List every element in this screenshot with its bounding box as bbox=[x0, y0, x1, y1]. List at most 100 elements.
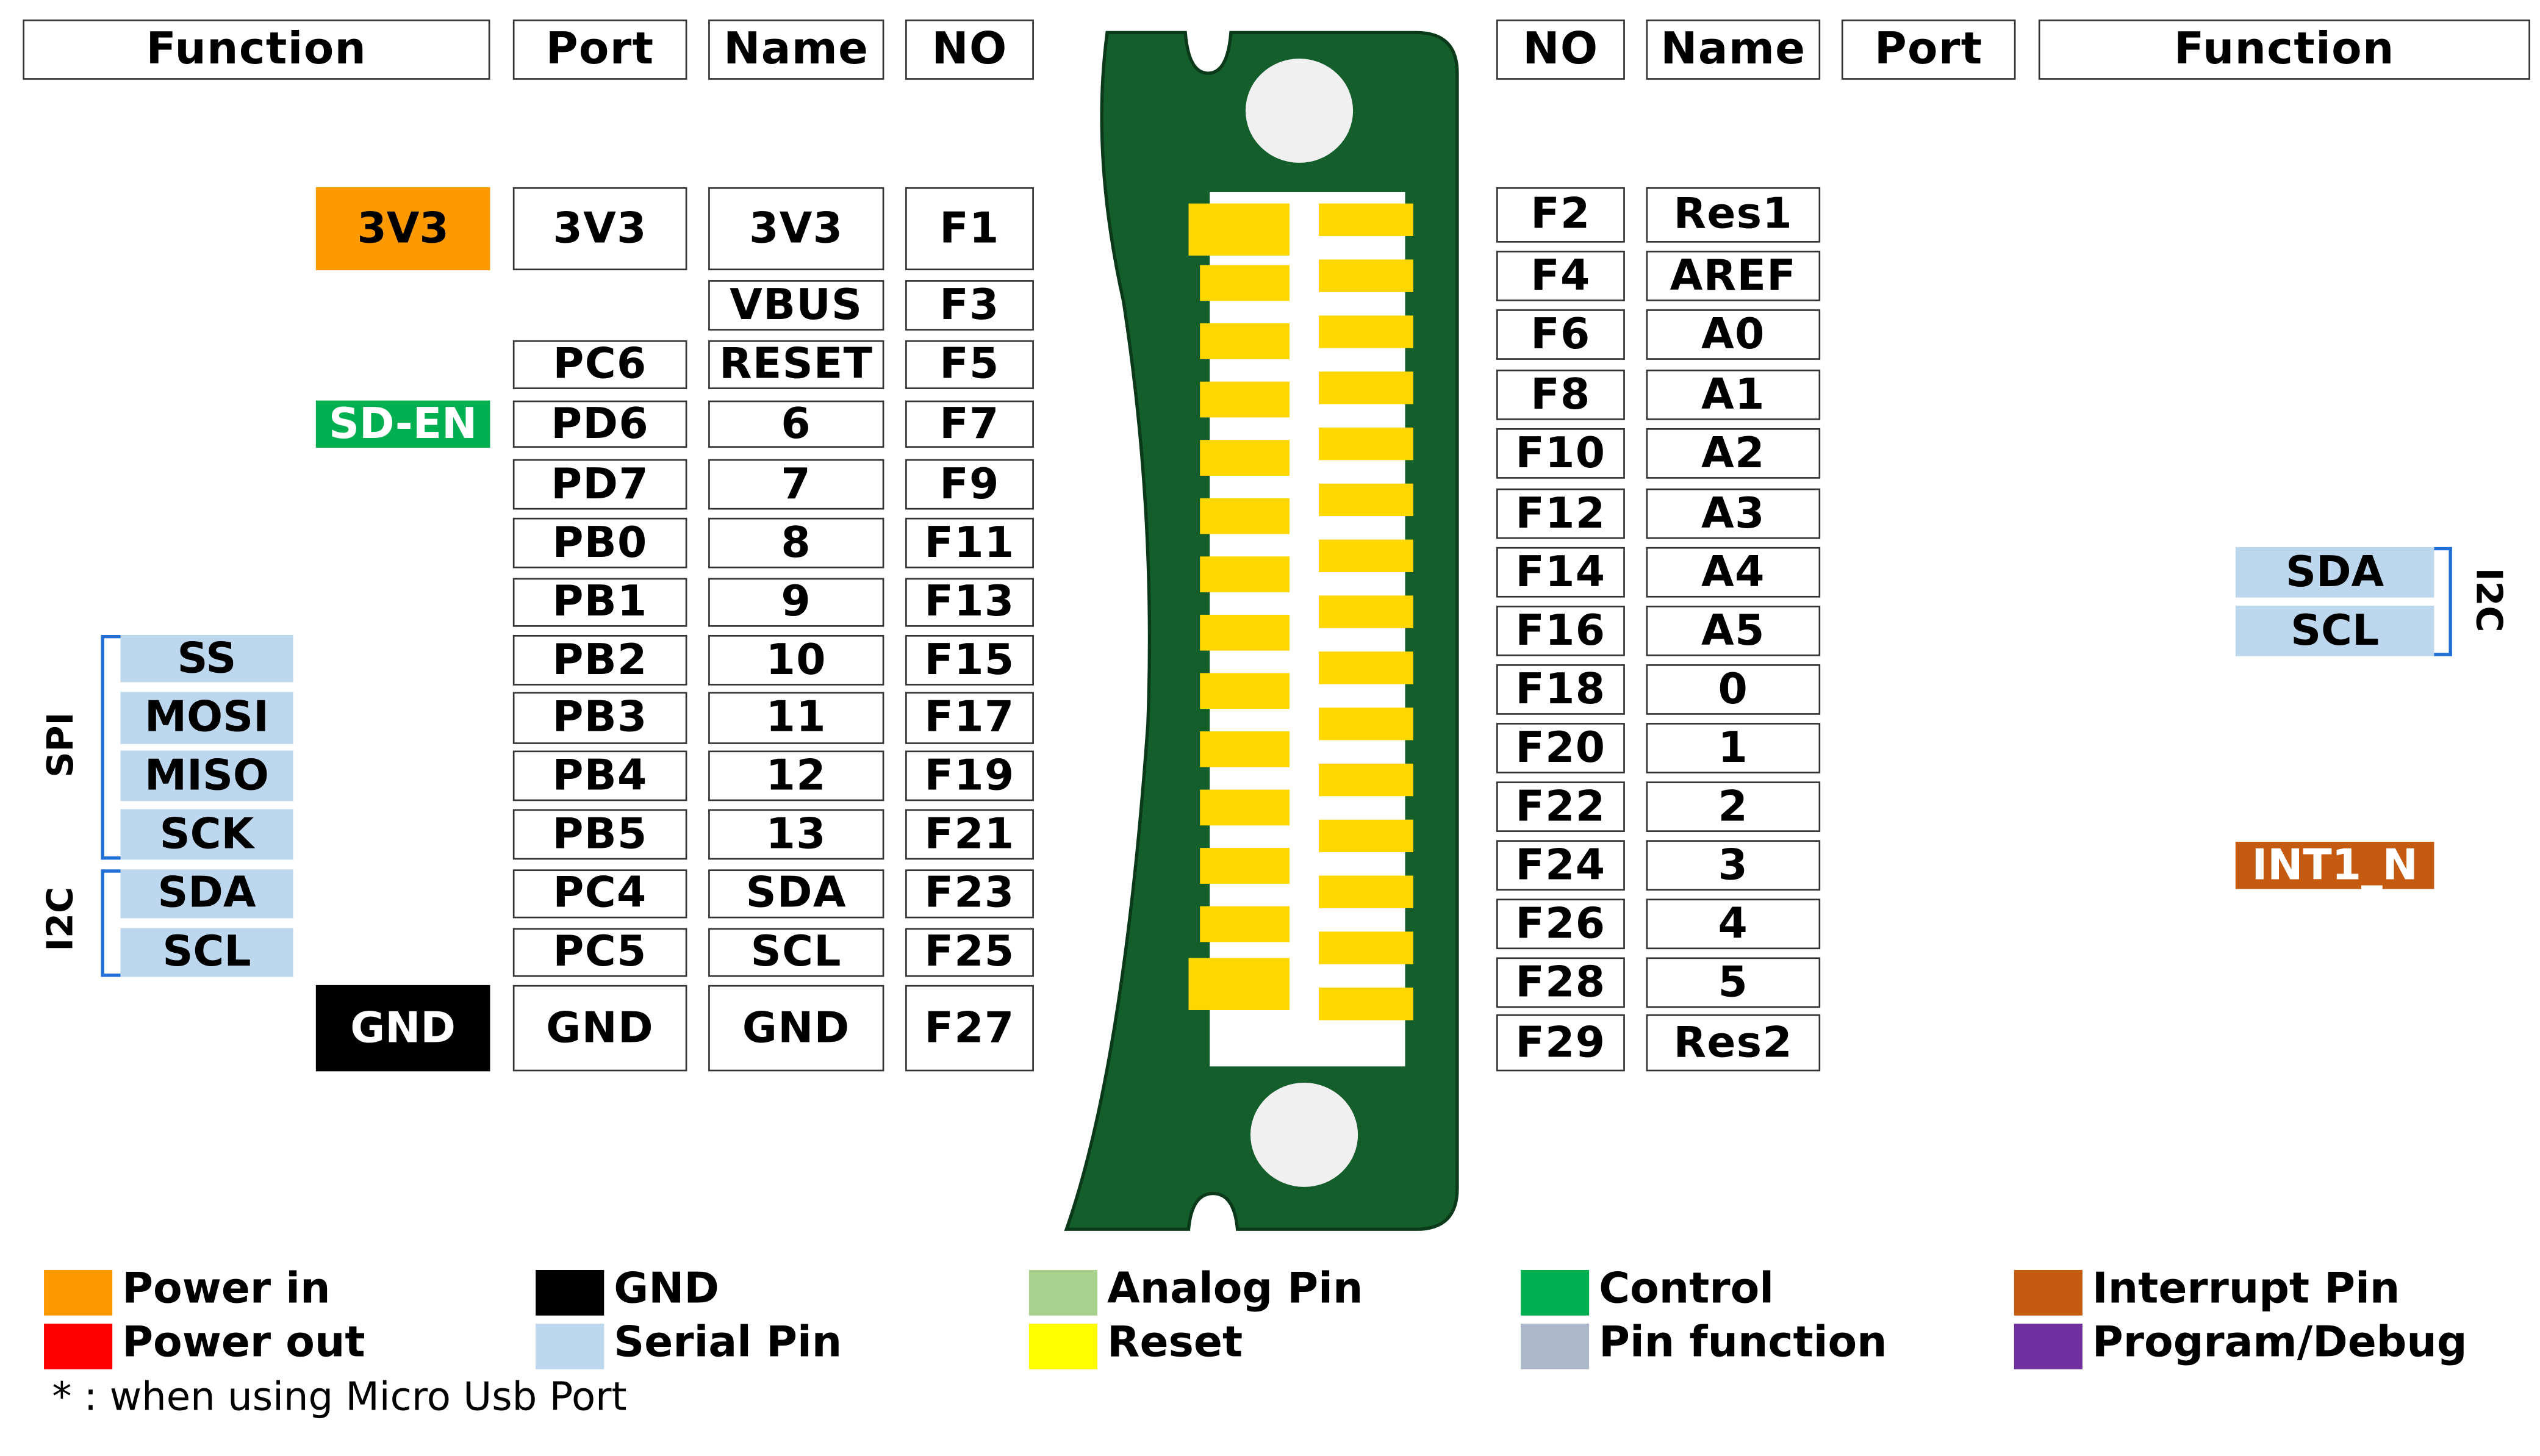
left-port-cell: PD7 bbox=[512, 459, 687, 510]
i2c-group-label-right: I2C bbox=[2467, 567, 2508, 633]
legend-label: Power in bbox=[122, 1264, 331, 1314]
spi-bracket bbox=[101, 634, 121, 860]
legend-label: Power out bbox=[122, 1319, 365, 1368]
left-name-cell: 9 bbox=[708, 578, 884, 627]
pad-odd bbox=[1200, 323, 1290, 359]
left-no-cell: F11 bbox=[905, 517, 1034, 568]
left-name-cell: RESET bbox=[708, 340, 884, 389]
function-miso: MISO bbox=[120, 750, 293, 802]
right-name-cell: Res1 bbox=[1646, 187, 1821, 243]
function-3v3: 3V3 bbox=[315, 187, 490, 271]
legend-label: Serial Pin bbox=[614, 1319, 842, 1368]
left-name-cell: 7 bbox=[708, 459, 884, 510]
pad-even bbox=[1319, 483, 1413, 517]
left-no-cell: F21 bbox=[905, 809, 1034, 860]
right-no-cell: F14 bbox=[1496, 547, 1625, 598]
right-no-cell: F26 bbox=[1496, 898, 1625, 950]
pad-odd bbox=[1200, 789, 1290, 826]
pad-even bbox=[1319, 315, 1413, 348]
right-no-cell: F2 bbox=[1496, 187, 1625, 243]
legend-swatch bbox=[1028, 1269, 1098, 1316]
right-function-scl: SCL bbox=[2235, 605, 2434, 656]
right-no-cell: F20 bbox=[1496, 723, 1625, 773]
mounting-hole-bottom bbox=[1250, 1083, 1358, 1187]
legend-swatch bbox=[536, 1324, 605, 1369]
pad-even bbox=[1319, 371, 1413, 404]
left-name-cell: SDA bbox=[708, 869, 884, 919]
left-port-cell: PC4 bbox=[512, 869, 687, 919]
legend-label: Control bbox=[1599, 1264, 1774, 1314]
legend-swatch bbox=[536, 1269, 605, 1316]
pad-even bbox=[1319, 595, 1413, 628]
pad-odd bbox=[1200, 265, 1290, 301]
left-no-cell: F9 bbox=[905, 459, 1034, 510]
left-no-cell: F17 bbox=[905, 692, 1034, 744]
left-name-cell: 3V3 bbox=[708, 187, 884, 271]
pad-even bbox=[1319, 203, 1413, 237]
right-name-cell: 4 bbox=[1646, 898, 1821, 950]
left-name-cell: 13 bbox=[708, 809, 884, 860]
left-no-cell: F1 bbox=[905, 187, 1034, 271]
left-port-cell: GND bbox=[512, 984, 687, 1072]
left-port-cell: PB4 bbox=[512, 750, 687, 802]
pad-odd bbox=[1188, 203, 1290, 256]
legend-label: GND bbox=[614, 1264, 719, 1314]
i2c-bracket-left bbox=[101, 869, 121, 977]
spi-group-label: SPI bbox=[41, 712, 83, 778]
connector-pads bbox=[1188, 203, 1413, 1020]
left-no-cell: F3 bbox=[905, 280, 1034, 331]
right-no-cell: F28 bbox=[1496, 957, 1625, 1008]
mounting-hole-top bbox=[1245, 59, 1354, 163]
pad-even bbox=[1319, 539, 1413, 572]
right-name-cell: 3 bbox=[1646, 840, 1821, 891]
function-scl: SCL bbox=[120, 928, 293, 977]
left-no-cell: F23 bbox=[905, 869, 1034, 919]
right-function-sda: SDA bbox=[2235, 547, 2434, 598]
function-ss: SS bbox=[120, 634, 293, 683]
legend-swatch bbox=[1521, 1269, 1590, 1316]
right-no-cell: F18 bbox=[1496, 664, 1625, 715]
pad-even bbox=[1319, 931, 1413, 964]
header-right-port: Port bbox=[1841, 20, 2016, 80]
left-name-cell: 11 bbox=[708, 692, 884, 744]
legend-label: Program/Debug bbox=[2092, 1319, 2467, 1368]
right-no-cell: F22 bbox=[1496, 781, 1625, 832]
legend-label: Interrupt Pin bbox=[2092, 1264, 2400, 1314]
left-port-cell: PC5 bbox=[512, 928, 687, 977]
header-right-no: NO bbox=[1496, 20, 1625, 80]
header-right-function: Function bbox=[2038, 20, 2530, 80]
legend-swatch bbox=[1521, 1324, 1590, 1369]
pad-odd bbox=[1188, 958, 1290, 1010]
left-port-cell: 3V3 bbox=[512, 187, 687, 271]
right-no-cell: F29 bbox=[1496, 1014, 1625, 1072]
legend-label: Pin function bbox=[1599, 1319, 1887, 1368]
header-left-port: Port bbox=[512, 20, 687, 80]
left-no-cell: F13 bbox=[905, 578, 1034, 627]
left-port-cell: PB2 bbox=[512, 634, 687, 686]
right-name-cell: 1 bbox=[1646, 723, 1821, 773]
pad-odd bbox=[1200, 848, 1290, 884]
right-function-int1-n: INT1_N bbox=[2235, 841, 2434, 890]
pad-odd bbox=[1200, 440, 1290, 476]
pad-even bbox=[1319, 427, 1413, 461]
connector-board bbox=[1064, 30, 1459, 1231]
legend-swatch bbox=[44, 1324, 113, 1369]
function-gnd: GND bbox=[315, 984, 490, 1072]
right-name-cell: A2 bbox=[1646, 428, 1821, 479]
right-name-cell: 0 bbox=[1646, 664, 1821, 715]
right-name-cell: 2 bbox=[1646, 781, 1821, 832]
right-no-cell: F4 bbox=[1496, 251, 1625, 301]
pad-odd bbox=[1200, 498, 1290, 534]
header-left-no: NO bbox=[905, 20, 1034, 80]
legend-swatch bbox=[2014, 1324, 2083, 1369]
right-name-cell: AREF bbox=[1646, 251, 1821, 301]
header-left-name: Name bbox=[708, 20, 884, 80]
i2c-group-label-left: I2C bbox=[41, 886, 82, 952]
right-no-cell: F8 bbox=[1496, 369, 1625, 420]
left-no-cell: F19 bbox=[905, 750, 1034, 802]
right-name-cell: Res2 bbox=[1646, 1014, 1821, 1072]
pad-odd bbox=[1200, 731, 1290, 767]
left-port-cell: PB0 bbox=[512, 517, 687, 568]
left-port-cell: PB1 bbox=[512, 578, 687, 627]
pad-even bbox=[1319, 819, 1413, 853]
